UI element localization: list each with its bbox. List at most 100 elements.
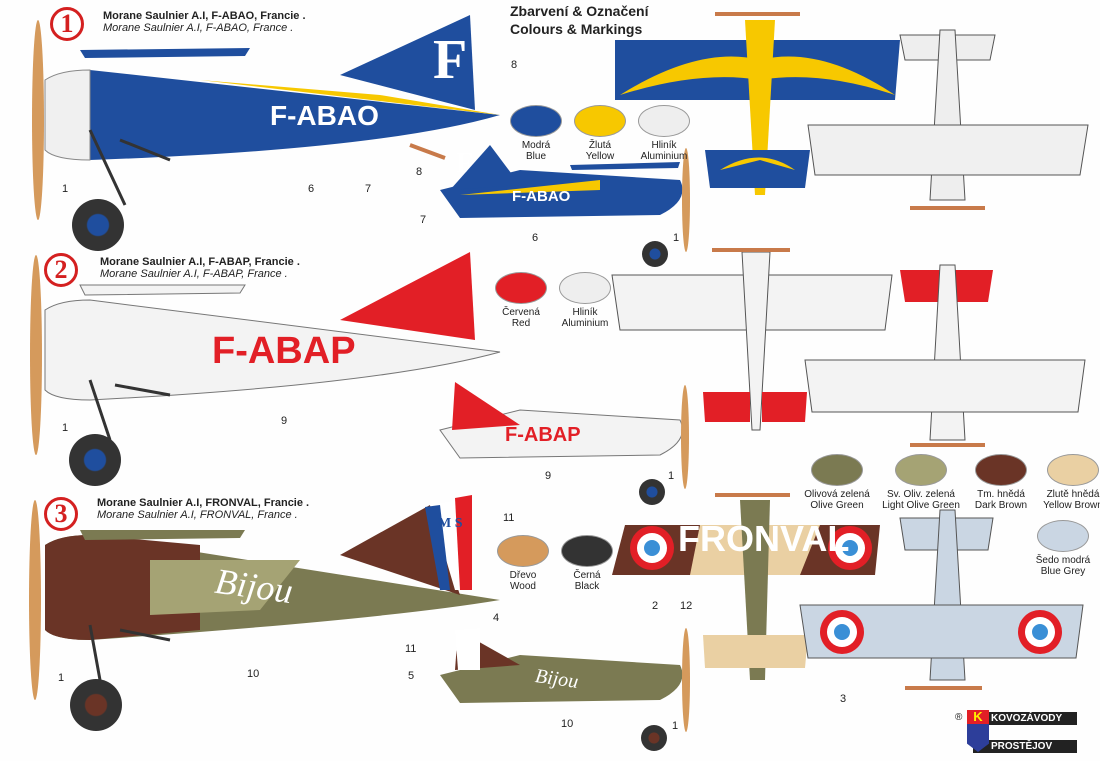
swatch-dot bbox=[811, 454, 863, 486]
swatch-label-en: Red bbox=[511, 318, 531, 329]
swatch-dot bbox=[895, 454, 947, 486]
scheme2-title-en: Morane Saulnier A.I, F-ABAP, France . bbox=[100, 268, 288, 280]
scheme2-title-cz: Morane Saulnier A.I, F-ABAP, Francie . bbox=[100, 256, 300, 268]
swatch-dot bbox=[975, 454, 1027, 486]
scheme2-top-view bbox=[611, 248, 893, 431]
registered-mark: ® bbox=[955, 712, 963, 723]
swatch-label-cz: Hliník bbox=[572, 307, 598, 318]
swatch-label-en: Dark Brown bbox=[974, 500, 1028, 511]
callout: 1 bbox=[62, 183, 69, 195]
callout: 4 bbox=[493, 612, 500, 624]
scheme3-title-en: Morane Saulnier A.I, FRONVAL, France . bbox=[97, 509, 298, 521]
scheme2-registration: F-ABAP bbox=[212, 330, 356, 372]
guide-title: Zbarvení & Označení Colours & Markings bbox=[510, 2, 648, 38]
swatch-dot bbox=[559, 272, 611, 304]
logo-line1: KOVOZÁVODY bbox=[973, 712, 1077, 725]
callout: 9 bbox=[281, 415, 288, 427]
swatch-label-cz: Černá bbox=[573, 570, 601, 581]
kovozavody-logo: ® KOVOZÁVODY PROSTĚJOV K bbox=[955, 710, 1077, 754]
swatch-label-en: Wood bbox=[510, 581, 536, 592]
swatch-label-en: Blue Grey bbox=[1040, 566, 1086, 577]
scheme3-top-view bbox=[612, 493, 880, 680]
callout: 1 bbox=[672, 720, 679, 732]
swatch-dot bbox=[638, 105, 690, 137]
swatch-label-en: Aluminium bbox=[561, 318, 609, 329]
swatch-label-en: Yellow bbox=[585, 151, 615, 162]
scheme1-underside-view bbox=[807, 29, 1089, 210]
scheme3-underside-view bbox=[799, 509, 1084, 690]
swatch-label-cz: Hliník bbox=[651, 140, 677, 151]
scheme2-small-registration: F-ABAP bbox=[505, 424, 581, 446]
callout: 8 bbox=[511, 59, 518, 71]
scheme1-small-side-view bbox=[440, 145, 690, 267]
swatch-dot bbox=[497, 535, 549, 567]
swatch-label-cz: Zlutě hnědá bbox=[1046, 489, 1100, 500]
callout: 3 bbox=[840, 693, 847, 705]
callout: 8 bbox=[416, 166, 423, 178]
callout: 6 bbox=[308, 183, 315, 195]
swatch-label-cz: Modrá bbox=[521, 140, 551, 151]
callout: 1 bbox=[62, 422, 69, 434]
callout: 10 bbox=[247, 668, 260, 680]
callout: 6 bbox=[532, 232, 539, 244]
swatch-label-cz: Dřevo bbox=[509, 570, 537, 581]
callout: 11 bbox=[405, 643, 417, 655]
callout: 9 bbox=[545, 470, 552, 482]
swatch-label-en: Olive Green bbox=[810, 500, 864, 511]
swatch-dot bbox=[495, 272, 547, 304]
callout: 7 bbox=[420, 214, 427, 226]
swatch-dot bbox=[561, 535, 613, 567]
logo-line2: PROSTĚJOV bbox=[973, 740, 1077, 753]
swatch-label-en: Aluminium bbox=[640, 151, 688, 162]
swatch-label-en: Black bbox=[574, 581, 600, 592]
callout: 1 bbox=[668, 470, 675, 482]
scheme1-caption: Morane Saulnier A.I, F-ABAO, Francie . M… bbox=[103, 10, 306, 34]
callout: 12 bbox=[680, 600, 693, 612]
callout: 1 bbox=[58, 672, 65, 684]
swatch-label-cz: Šedo modrá bbox=[1035, 555, 1091, 566]
callout: 10 bbox=[561, 718, 574, 730]
callout: 2 bbox=[652, 600, 659, 612]
scheme3-tail-text: M S bbox=[438, 516, 463, 531]
swatch-dot bbox=[1037, 520, 1089, 552]
callout: 7 bbox=[365, 183, 372, 195]
scheme2-small-side-view bbox=[439, 382, 689, 505]
logo-k-mark: K bbox=[967, 710, 989, 724]
logo-shield-icon: K bbox=[967, 710, 989, 752]
swatch-label-en: Light Olive Green bbox=[882, 500, 960, 511]
swatch-label-cz: Žlutá bbox=[588, 140, 612, 151]
swatch-label-cz: Červená bbox=[502, 307, 540, 318]
callout: 1 bbox=[673, 232, 680, 244]
scheme3-small-side-view bbox=[440, 628, 690, 751]
scheme1-small-tail-letter: F bbox=[456, 148, 474, 179]
swatch-dot bbox=[1047, 454, 1099, 486]
swatch-dot bbox=[574, 105, 626, 137]
scheme2-caption: Morane Saulnier A.I, F-ABAP, Francie . M… bbox=[100, 256, 300, 280]
scheme2-side-view bbox=[30, 252, 501, 486]
scheme2-badge: 2 bbox=[44, 253, 78, 287]
callout: 11 bbox=[503, 512, 515, 524]
swatch-label-cz: Sv. Oliv. zelená bbox=[887, 489, 955, 500]
scheme1-title-en: Morane Saulnier A.I, F-ABAO, France . bbox=[103, 22, 294, 34]
scheme3-side-view bbox=[29, 495, 500, 731]
scheme2-underside-view bbox=[804, 264, 1086, 447]
scheme1-side-view bbox=[32, 15, 500, 251]
title-czech: Zbarvení & Označení bbox=[510, 3, 649, 19]
title-english: Colours & Markings bbox=[510, 21, 643, 37]
scheme1-badge: 1 bbox=[50, 7, 84, 41]
scheme1-registration: F-ABAO bbox=[270, 100, 379, 131]
